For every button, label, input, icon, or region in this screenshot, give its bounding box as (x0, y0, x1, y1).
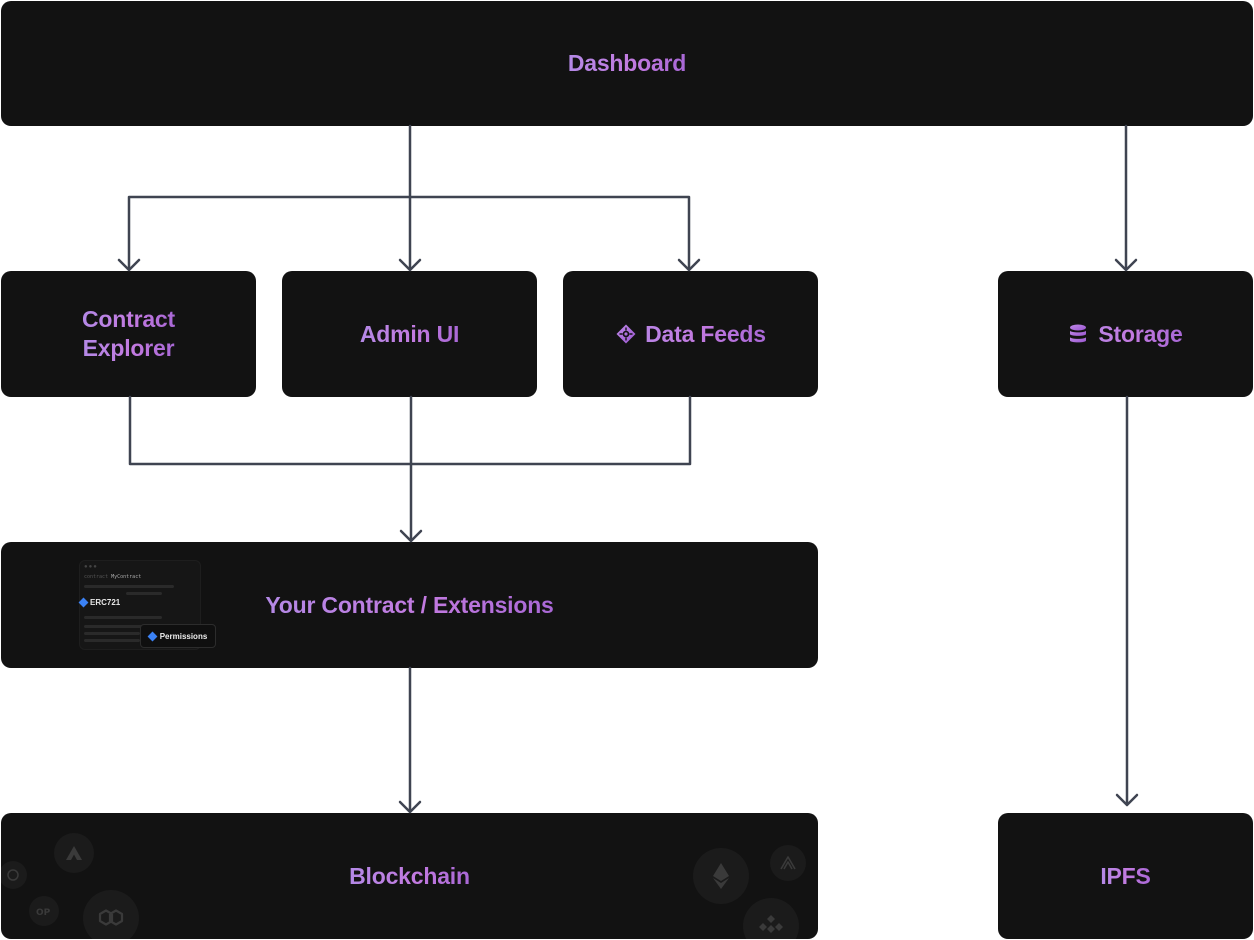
contract-explorer-label-line1: Contract (82, 306, 175, 332)
code-line: contract MyContract (84, 574, 141, 580)
blockchain-label: Blockchain (349, 862, 470, 889)
dashboard-node[interactable]: Dashboard (1, 1, 1253, 126)
connector-dashboard-bus (127, 195, 691, 270)
coin-icon (1, 861, 27, 889)
arrowhead-datafeeds (677, 258, 701, 272)
erc721-chip-label: ERC721 (90, 598, 121, 607)
blockchain-node[interactable]: OP Blockchain (1, 813, 818, 939)
storage-node[interactable]: Storage (998, 271, 1253, 397)
database-stack-icon (1068, 323, 1090, 345)
storage-label-group: Storage (1068, 320, 1182, 349)
permissions-label: Permissions (159, 631, 208, 641)
code-placeholder-bar (84, 616, 162, 619)
fantom-icon (770, 845, 806, 881)
contract-explorer-label-line2: Explorer (82, 335, 175, 361)
erc721-chip: ERC721 (78, 597, 121, 608)
arrowhead-storage (1114, 258, 1138, 272)
arrowhead-admin (398, 258, 422, 272)
data-feeds-node[interactable]: Data Feeds (563, 271, 818, 397)
ipfs-node[interactable]: IPFS (998, 813, 1253, 939)
your-contract-label: Your Contract / Extensions (265, 591, 554, 618)
binance-icon (743, 898, 799, 939)
contract-explorer-node[interactable]: Contract Explorer (1, 271, 256, 397)
arrowhead-blockchain (398, 800, 422, 814)
storage-label: Storage (1098, 320, 1183, 347)
svg-text:OP: OP (36, 908, 51, 916)
avalanche-icon (54, 833, 94, 873)
code-placeholder-bar (84, 632, 140, 635)
code-placeholder-bar (84, 625, 146, 628)
data-feeds-label: Data Feeds (645, 320, 766, 347)
code-placeholder-bar (84, 585, 174, 588)
ipfs-label: IPFS (1100, 862, 1151, 889)
dashboard-label: Dashboard (567, 50, 687, 76)
data-feeds-label-group: Data Feeds (615, 320, 766, 349)
code-keyword: contract (84, 574, 109, 580)
ethereum-icon (693, 848, 749, 904)
arrowhead-explorer (117, 258, 141, 272)
code-name: MyContract (111, 574, 142, 580)
admin-ui-node[interactable]: Admin UI (282, 271, 537, 397)
polygon-icon (83, 890, 139, 939)
diamond-icon (78, 597, 89, 608)
optimism-icon: OP (29, 896, 59, 926)
contract-explorer-label: Contract Explorer (82, 305, 175, 363)
your-contract-node[interactable]: ●●● contract MyContract ERC721 Permissio… (1, 542, 818, 668)
diamond-icon (147, 631, 158, 641)
code-placeholder-bar (84, 639, 140, 642)
hexagon-network-icon (615, 323, 637, 345)
arrowhead-ipfs (1115, 793, 1139, 807)
arrowhead-contract (399, 529, 423, 543)
admin-ui-label: Admin UI (359, 320, 460, 347)
code-placeholder-bar (126, 592, 162, 595)
window-dots-icon: ●●● (84, 564, 98, 570)
permissions-popover: Permissions (140, 624, 216, 648)
